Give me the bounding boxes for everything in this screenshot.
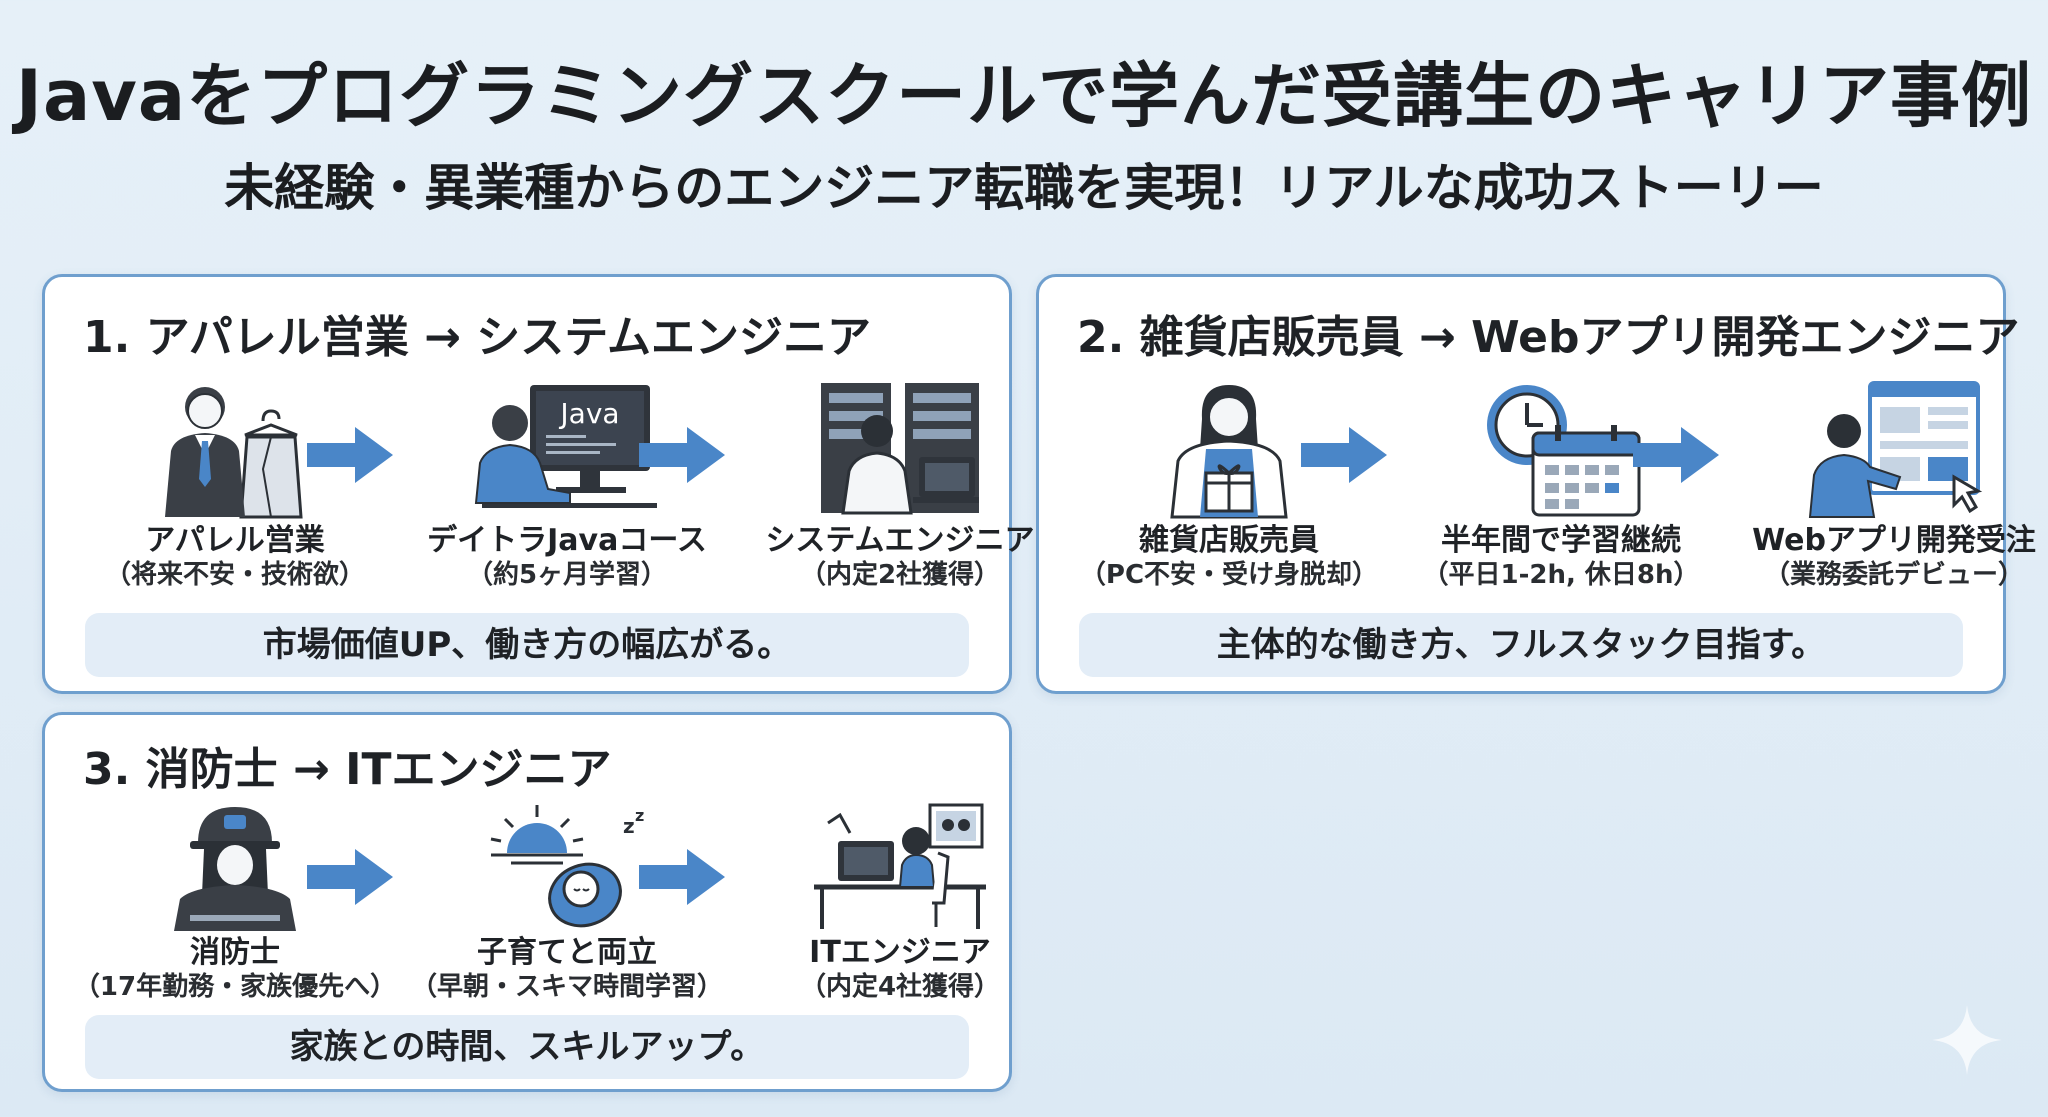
case-step: Webアプリ開発受注 （業務委託デビュー） — [1729, 379, 2048, 591]
step-label: 消防士 — [190, 935, 280, 970]
step-note: （将来不安・技術欲） — [104, 560, 365, 590]
flow-arrow-icon — [307, 427, 393, 483]
case-step: 半年間で学習継続 （平日1-2h, 休日8h） — [1396, 379, 1726, 591]
clock-and-calendar-icon — [1487, 385, 1641, 517]
sparkle-icon — [1932, 1005, 2002, 1075]
case-card-2: 2. 雑貨店販売員 → Webアプリ開発エンジニア 雑貨店販売員 （PC不安・受… — [1036, 274, 2036, 694]
case-step: z z 子育てと両立 （早朝・スキマ時間学習） — [402, 803, 732, 1003]
step-label: ITエンジニア — [809, 935, 991, 970]
step-label: Webアプリ開発受注 — [1752, 523, 2036, 558]
person-web-dashboard-icon — [1808, 381, 1983, 518]
case-step: システムエンジニア （内定2社獲得） — [735, 379, 1065, 591]
case-step: ITエンジニア （内定4社獲得） — [735, 803, 1065, 1003]
engineer-at-home-desk-icon — [814, 803, 986, 929]
step-note: （早朝・スキマ時間学習） — [410, 972, 723, 1002]
page-subtitle: 未経験・異業種からのエンジニア転職を実現！リアルな成功ストーリー — [224, 159, 1824, 217]
step-note: （内定2社獲得） — [799, 560, 1001, 590]
step-note: （17年勤務・家族優先へ） — [73, 972, 397, 1002]
step-label: 半年間で学習継続 — [1441, 523, 1681, 558]
case-card-3: 3. 消防士 → ITエンジニア 消防士 （17年勤務・家族優先へ） — [42, 712, 1012, 1092]
flow-arrow-icon — [1301, 427, 1387, 483]
engineer-server-room-icon — [821, 383, 979, 515]
page-title: Javaをプログラミングスクールで学んだ受講生のキャリア事例 — [15, 55, 2033, 137]
step-note: （約5ヶ月学習） — [466, 560, 668, 590]
person-at-java-computer-icon: Java — [474, 385, 657, 508]
step-label: 雑貨店販売員 — [1139, 523, 1319, 558]
step-note: （内定4社獲得） — [799, 972, 1001, 1002]
salesperson-with-clothes-icon — [165, 387, 303, 519]
step-label: 子育てと両立 — [477, 935, 657, 970]
case-heading: 1. アパレル営業 → システムエンジニア — [83, 312, 871, 363]
svg-text:z: z — [623, 814, 635, 838]
flow-arrow-icon — [1633, 427, 1719, 483]
firefighter-icon — [174, 807, 296, 931]
case-step: Java デイトラJavaコース （約5ヶ月学習） — [402, 379, 732, 591]
step-note: （平日1-2h, 休日8h） — [1422, 560, 1700, 590]
step-label: システムエンジニア — [765, 523, 1035, 558]
case-heading: 2. 雑貨店販売員 → Webアプリ開発エンジニア — [1077, 312, 2020, 363]
svg-text:z: z — [635, 806, 644, 825]
sunrise-and-sleeping-baby-icon: z z — [490, 805, 644, 928]
case-result: 主体的な働き方、フルスタック目指す。 — [1079, 613, 1963, 677]
flow-arrow-icon — [639, 427, 725, 483]
case-heading: 3. 消防士 → ITエンジニア — [83, 744, 612, 795]
step-label: デイトラJavaコース — [427, 523, 707, 558]
flow-arrow-icon — [307, 849, 393, 905]
shop-clerk-with-gift-icon — [1170, 385, 1288, 519]
screen-java-label: Java — [558, 397, 619, 430]
step-note: （PC不安・受け身脱却） — [1079, 560, 1379, 590]
case-step: 消防士 （17年勤務・家族優先へ） — [70, 803, 400, 1003]
case-result: 家族との時間、スキルアップ。 — [85, 1015, 969, 1079]
step-note: （業務委託デビュー） — [1763, 560, 2024, 590]
case-result: 市場価値UP、働き方の幅広がる。 — [85, 613, 969, 677]
case-step: アパレル営業 （将来不安・技術欲） — [70, 379, 400, 591]
case-step: 雑貨店販売員 （PC不安・受け身脱却） — [1064, 379, 1394, 591]
flow-arrow-icon — [639, 849, 725, 905]
step-label: アパレル営業 — [145, 523, 325, 558]
case-card-1: 1. アパレル営業 → システムエンジニア アパレル営業 （将来不安・技術欲） … — [42, 274, 1035, 694]
